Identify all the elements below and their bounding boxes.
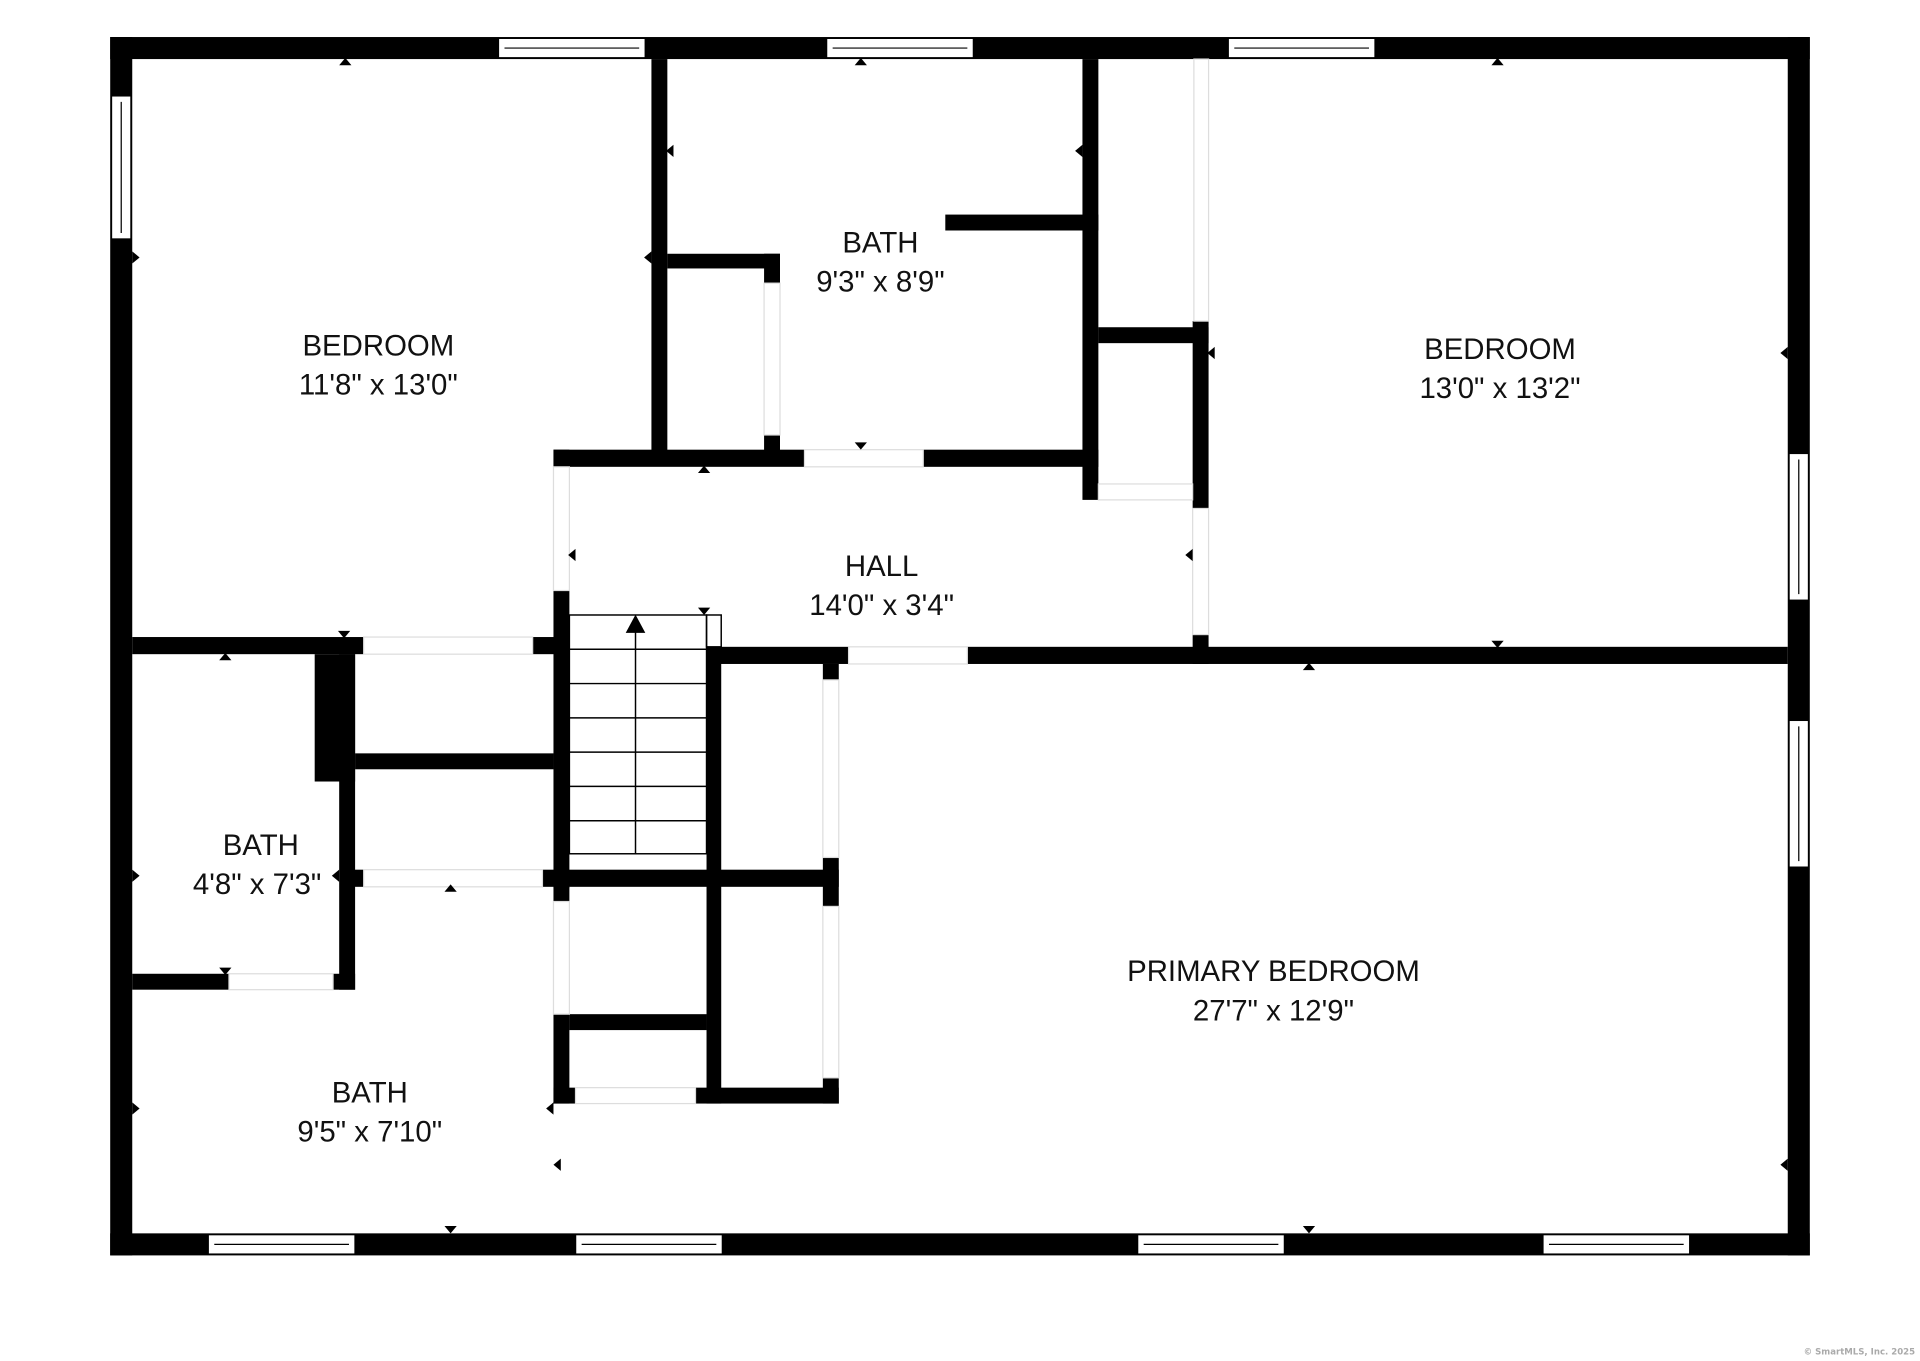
walls [110, 37, 1810, 1256]
room-dims: 9'3" x 8'9" [816, 266, 944, 299]
windows [110, 37, 1810, 1255]
stairs [568, 614, 722, 855]
room-dims: 11'8" x 13'0" [299, 369, 458, 402]
room-name: BEDROOM [1424, 333, 1576, 366]
room-name: BATH [223, 829, 299, 862]
room-name: BEDROOM [302, 329, 454, 362]
room-dims: 9'5" x 7'10" [297, 1116, 442, 1149]
stair-arrow-icon [625, 614, 646, 633]
room-name: PRIMARY BEDROOM [1127, 955, 1420, 988]
room-name: HALL [845, 550, 918, 583]
room-name: BATH [332, 1076, 408, 1109]
room-dims: 4'8" x 7'3" [193, 868, 321, 901]
room-labels: BEDROOM 11'8" x 13'0" BATH 9'3" x 8'9" B… [193, 227, 1581, 1149]
copyright-text: © SmartMLS, Inc. 2025 [1804, 1348, 1916, 1358]
room-dims: 13'0" x 13'2" [1419, 372, 1580, 405]
markers [132, 57, 1788, 1234]
openings [228, 58, 1210, 1105]
room-name: BATH [842, 227, 918, 260]
room-dims: 27'7" x 12'9" [1193, 994, 1354, 1027]
room-dims: 14'0" x 3'4" [809, 589, 954, 622]
